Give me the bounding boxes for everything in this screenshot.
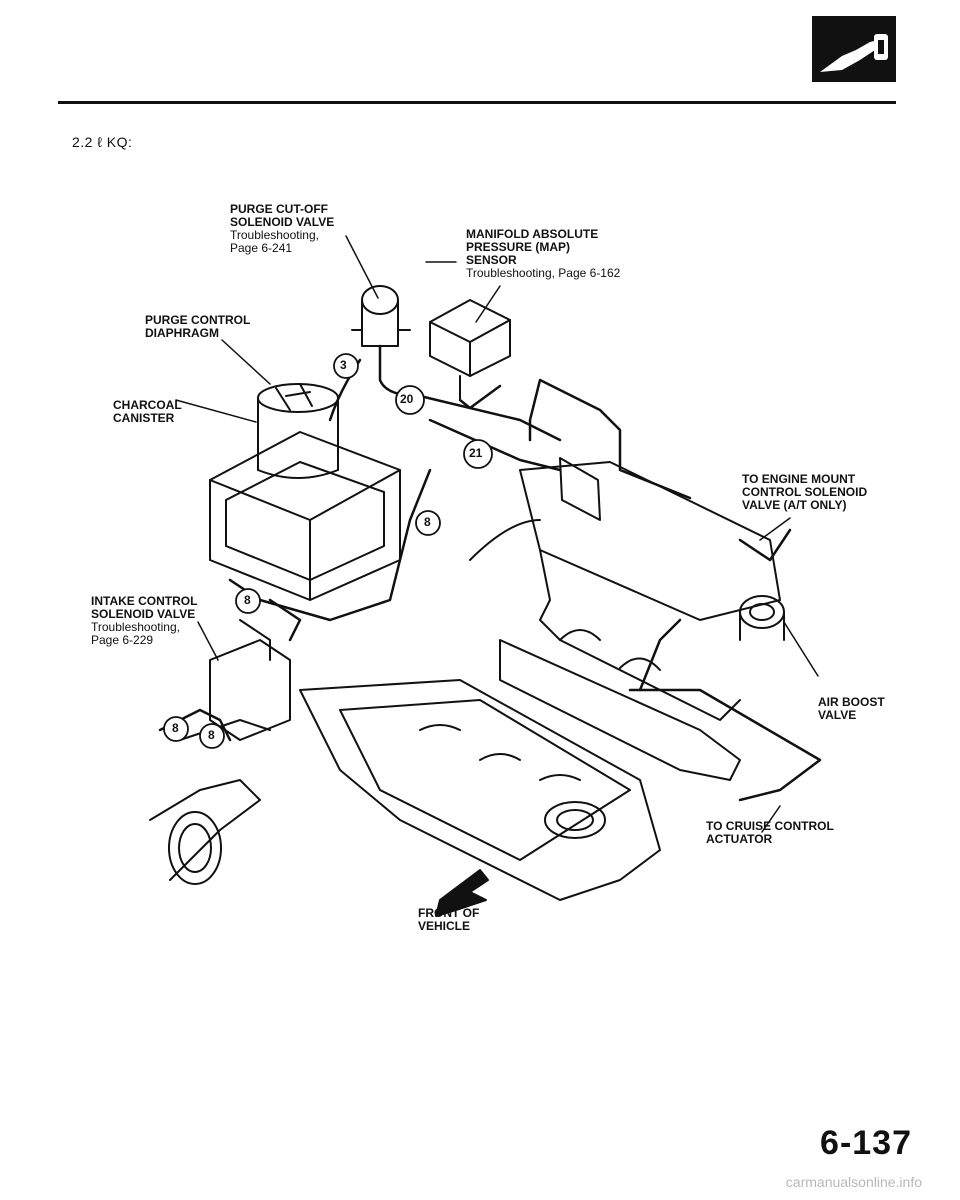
engine-mount-title-2: CONTROL SOLENOID bbox=[742, 485, 868, 499]
hose-number-8-d: 8 bbox=[208, 728, 215, 742]
purge-cutoff-solenoid-drawing bbox=[351, 285, 411, 347]
intake-control-ref-1: Troubleshooting, bbox=[91, 620, 180, 634]
hose-number-8-b: 8 bbox=[244, 593, 251, 607]
watermark: carmanualsonline.info bbox=[785, 1174, 922, 1190]
hose-number-21: 21 bbox=[469, 446, 483, 460]
section-label: 2.2 ℓ KQ: bbox=[72, 134, 133, 150]
engine-mount-title-3: VALVE (A/T ONLY) bbox=[742, 498, 847, 512]
front-title-2: VEHICLE bbox=[418, 919, 471, 933]
purge-cutoff-title-1: PURGE CUT-OFF bbox=[230, 202, 328, 216]
hose-number-3: 3 bbox=[340, 358, 347, 372]
map-sensor-title-3: SENSOR bbox=[466, 253, 517, 267]
map-sensor-title-2: PRESSURE (MAP) bbox=[466, 240, 571, 254]
hose-number-20: 20 bbox=[400, 392, 414, 406]
callout-charcoal-canister: CHARCOAL CANISTER bbox=[113, 399, 182, 425]
front-arrow-icon bbox=[435, 869, 489, 917]
hose-number-8-a: 8 bbox=[424, 515, 431, 529]
callout-engine-mount-solenoid: TO ENGINE MOUNT CONTROL SOLENOID VALVE (… bbox=[742, 473, 867, 512]
charcoal-title-2: CANISTER bbox=[113, 411, 175, 425]
purge-cutoff-ref-1: Troubleshooting, bbox=[230, 228, 319, 242]
cruise-title-1: TO CRUISE CONTROL bbox=[706, 819, 834, 833]
intake-runners-drawing bbox=[499, 629, 741, 781]
header-rule bbox=[58, 101, 896, 104]
map-sensor-ref: Troubleshooting, Page 6-162 bbox=[466, 266, 621, 280]
air-boost-title-2: VALVE bbox=[818, 708, 857, 722]
callout-purge-cutoff-solenoid: PURGE CUT-OFF SOLENOID VALVE Troubleshoo… bbox=[230, 203, 334, 255]
air-cleaner-drawing bbox=[209, 431, 401, 601]
callout-intake-control-solenoid: INTAKE CONTROL SOLENOID VALVE Troublesho… bbox=[91, 595, 197, 647]
intake-control-solenoid-drawing bbox=[209, 619, 291, 741]
map-sensor-title-1: MANIFOLD ABSOLUTE bbox=[466, 227, 599, 241]
callout-purge-control-diaphragm: PURGE CONTROL DIAPHRAGM bbox=[145, 314, 250, 340]
purge-control-title-1: PURGE CONTROL bbox=[145, 313, 251, 327]
intake-plenum-drawing bbox=[469, 457, 781, 721]
leader-lines bbox=[175, 235, 819, 833]
map-sensor-drawing bbox=[429, 299, 511, 401]
fuel-pump-icon bbox=[812, 16, 896, 82]
callout-air-boost-valve: AIR BOOST VALVE bbox=[818, 696, 885, 722]
intake-control-title-1: INTAKE CONTROL bbox=[91, 594, 198, 608]
intake-control-ref-2: Page 6-229 bbox=[91, 633, 154, 647]
page-number: 6-137 bbox=[820, 1124, 912, 1162]
purge-cutoff-ref-2: Page 6-241 bbox=[230, 241, 293, 255]
purge-control-title-2: DIAPHRAGM bbox=[145, 326, 219, 340]
air-boost-title-1: AIR BOOST bbox=[818, 695, 885, 709]
hose-number-8-c: 8 bbox=[172, 721, 179, 735]
valve-cover-drawing bbox=[299, 679, 661, 901]
callout-map-sensor: MANIFOLD ABSOLUTE PRESSURE (MAP) SENSOR … bbox=[466, 228, 620, 280]
callout-cruise-control-actuator: TO CRUISE CONTROL ACTUATOR bbox=[706, 820, 834, 846]
air-boost-valve-drawing bbox=[739, 595, 785, 641]
hose-number-circles bbox=[163, 353, 493, 749]
intake-control-title-2: SOLENOID VALVE bbox=[91, 607, 196, 621]
charcoal-title-1: CHARCOAL bbox=[113, 398, 182, 412]
purge-cutoff-title-2: SOLENOID VALVE bbox=[230, 215, 335, 229]
callout-front-of-vehicle: FRONT OF VEHICLE bbox=[418, 907, 479, 933]
engine-mount-title-1: TO ENGINE MOUNT bbox=[742, 472, 856, 486]
cruise-title-2: ACTUATOR bbox=[706, 832, 773, 846]
front-title-1: FRONT OF bbox=[418, 906, 480, 920]
